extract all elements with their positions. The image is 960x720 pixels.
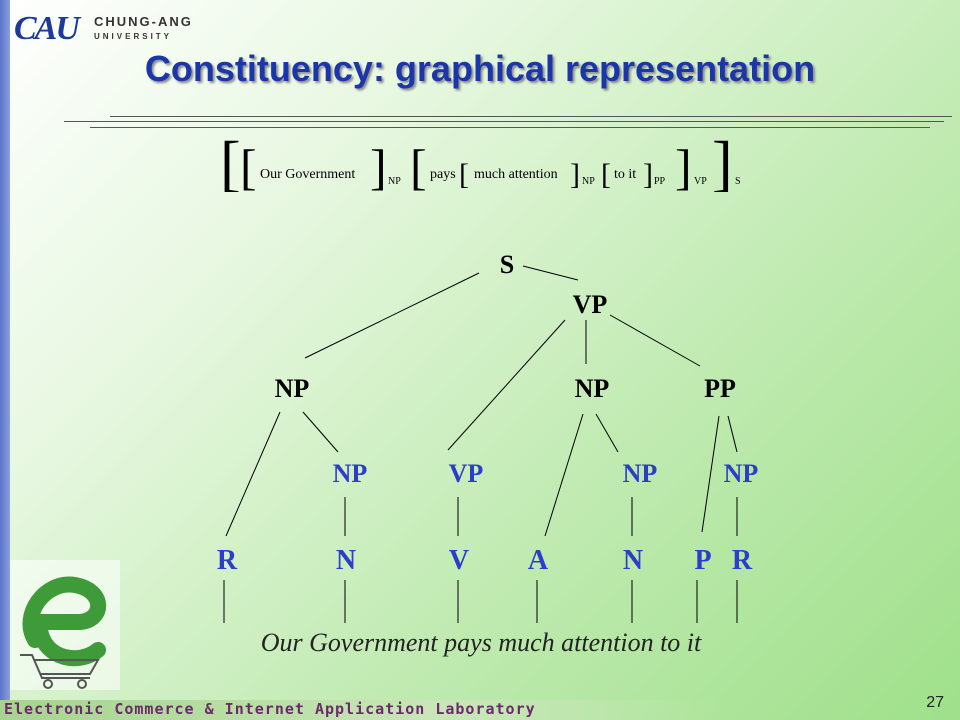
bracket-open-vp: [ [410, 139, 427, 192]
lab-footer: Electronic Commerce & Internet Applicati… [0, 700, 720, 720]
node-vp-top: VP [573, 290, 608, 319]
bracket-notation: [ [ Our Government ] NP [ pays [ much at… [220, 130, 741, 192]
node-v: V [449, 545, 469, 576]
subphrase-nodes: NP VP NP NP [333, 459, 759, 488]
edge-pp-np [727, 415, 738, 453]
node-n1: N [336, 545, 356, 576]
cart-icon [20, 654, 100, 689]
ecommerce-e-logo [10, 560, 120, 690]
edge-np-np2 [595, 413, 619, 453]
node-pp: PP [704, 374, 736, 403]
edge-np-np [302, 411, 339, 453]
phrase-nodes: S VP NP NP PP [275, 250, 736, 403]
node-np-l2: NP [333, 459, 368, 488]
tree-edges [223, 265, 738, 623]
title-rule-2 [64, 121, 944, 122]
np1-label: NP [388, 176, 401, 187]
edge-vp-vp [447, 319, 566, 451]
node-a: A [528, 545, 549, 576]
s-label: S [735, 176, 741, 187]
node-r2: R [732, 545, 753, 576]
edge-np-a [544, 413, 584, 537]
logo-chung-ang: CHUNG-ANG [94, 14, 193, 29]
bracket-close-pp: ] [643, 158, 653, 191]
np2-words: much attention [474, 167, 558, 182]
node-r1: R [217, 545, 238, 576]
edge-pp-p [701, 415, 720, 533]
bracket-open-np1: [ [240, 139, 257, 192]
bracket-close-s: ] [712, 130, 733, 192]
np2-label: NP [582, 176, 595, 187]
bracket-close-np1: ] [370, 139, 387, 192]
title-rule-1 [110, 116, 952, 117]
node-s: S [500, 250, 514, 279]
node-np-r2: NP [724, 459, 759, 488]
node-p: P [694, 545, 711, 576]
node-np-left: NP [275, 374, 310, 403]
tree-sentence: Our Government pays much attention to it [261, 628, 702, 657]
bracket-open-s: [ [220, 130, 241, 192]
left-accent-band [0, 0, 10, 720]
vp-label: VP [694, 176, 707, 187]
bracket-close-np2: ] [570, 158, 580, 191]
np1-words: Our Government [260, 167, 355, 182]
node-np-m2: NP [623, 459, 658, 488]
slide-title: Constituency: graphical representation [144, 48, 816, 89]
node-np-mid: NP [575, 374, 610, 403]
pp-words: to it [614, 167, 636, 182]
logo-university: UNIVERSITY [94, 32, 173, 41]
edge-vp-pp [609, 314, 701, 367]
bracket-open-np2: [ [459, 158, 469, 191]
bracket-close-vp: ] [675, 139, 692, 192]
pos-nodes: R N V A N P R [217, 545, 753, 576]
edge-s-vp [522, 265, 579, 281]
title-rule-3 [90, 127, 930, 128]
cau-logo-text: CAU [14, 10, 80, 47]
node-vp-l2: VP [449, 459, 484, 488]
verb-word: pays [430, 167, 456, 182]
university-logo: CAU CHUNG-ANG UNIVERSITY [14, 6, 194, 56]
node-n2: N [623, 545, 643, 576]
bracket-open-pp: [ [601, 158, 611, 191]
pp-label: PP [654, 176, 666, 187]
edge-np-r [225, 411, 281, 537]
page-number: 27 [926, 694, 944, 711]
edge-s-np [304, 272, 480, 359]
